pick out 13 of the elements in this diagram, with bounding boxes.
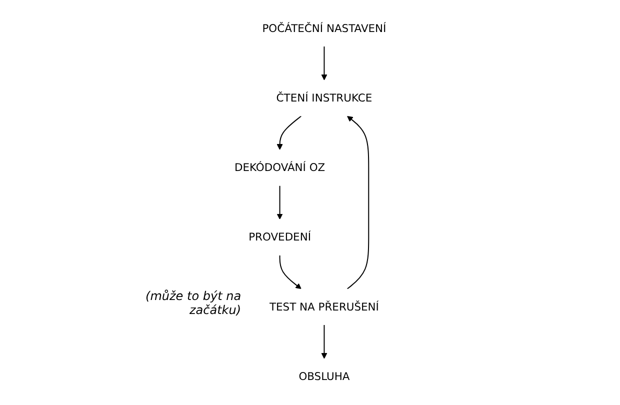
node-text: ČTENÍ INSTRUKCE [276, 91, 372, 104]
note-text: (může to být na začátku) [144, 288, 242, 317]
arrow [278, 255, 302, 290]
node-text: PROVEDENÍ [248, 230, 311, 244]
node-text: DEKÓDOVÁNÍ OZ [234, 160, 325, 174]
arrow [346, 116, 369, 290]
arrow [276, 116, 302, 150]
node-text: OBSLUHA [298, 370, 350, 383]
arrow [276, 186, 282, 220]
node-text: POČÁTEČNÍ NASTAVENÍ [262, 22, 386, 34]
node-text: TEST NA PŘERUŠENÍ [269, 300, 379, 313]
arrow [320, 46, 327, 80]
arrow [320, 325, 327, 359]
